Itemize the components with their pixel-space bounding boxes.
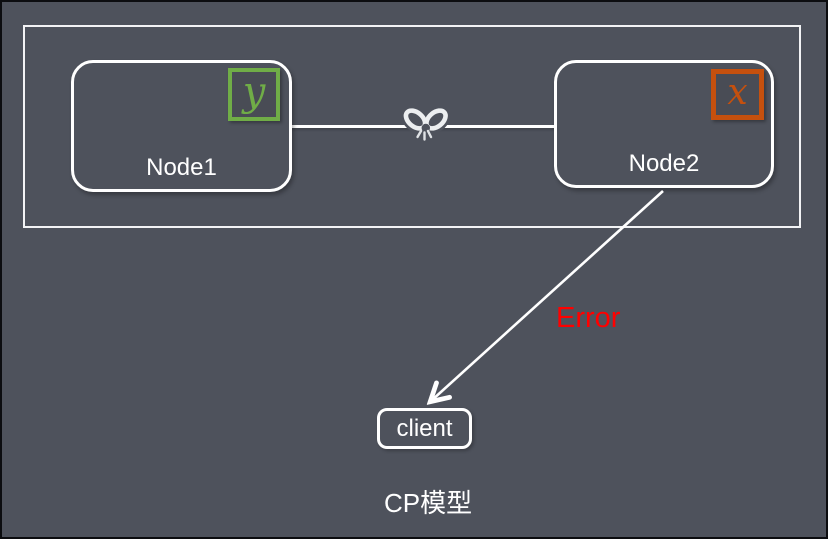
variable-y-symbol: y (242, 68, 266, 115)
node2-label: Node2 (628, 150, 700, 177)
node2-box: x Node2 (554, 60, 774, 188)
broken-link-icon (400, 105, 451, 141)
variable-x-symbol: x (727, 71, 748, 113)
node1-box: y Node1 (71, 60, 292, 192)
diagram-caption: CP模型 (384, 488, 473, 518)
client-label: client (396, 414, 453, 442)
cluster-frame (23, 25, 801, 228)
node1-label: Node1 (146, 154, 217, 181)
error-label: Error (556, 302, 621, 334)
variable-x-badge: x (711, 69, 764, 120)
client-box: client (377, 408, 472, 449)
variable-y-badge: y (228, 68, 280, 121)
